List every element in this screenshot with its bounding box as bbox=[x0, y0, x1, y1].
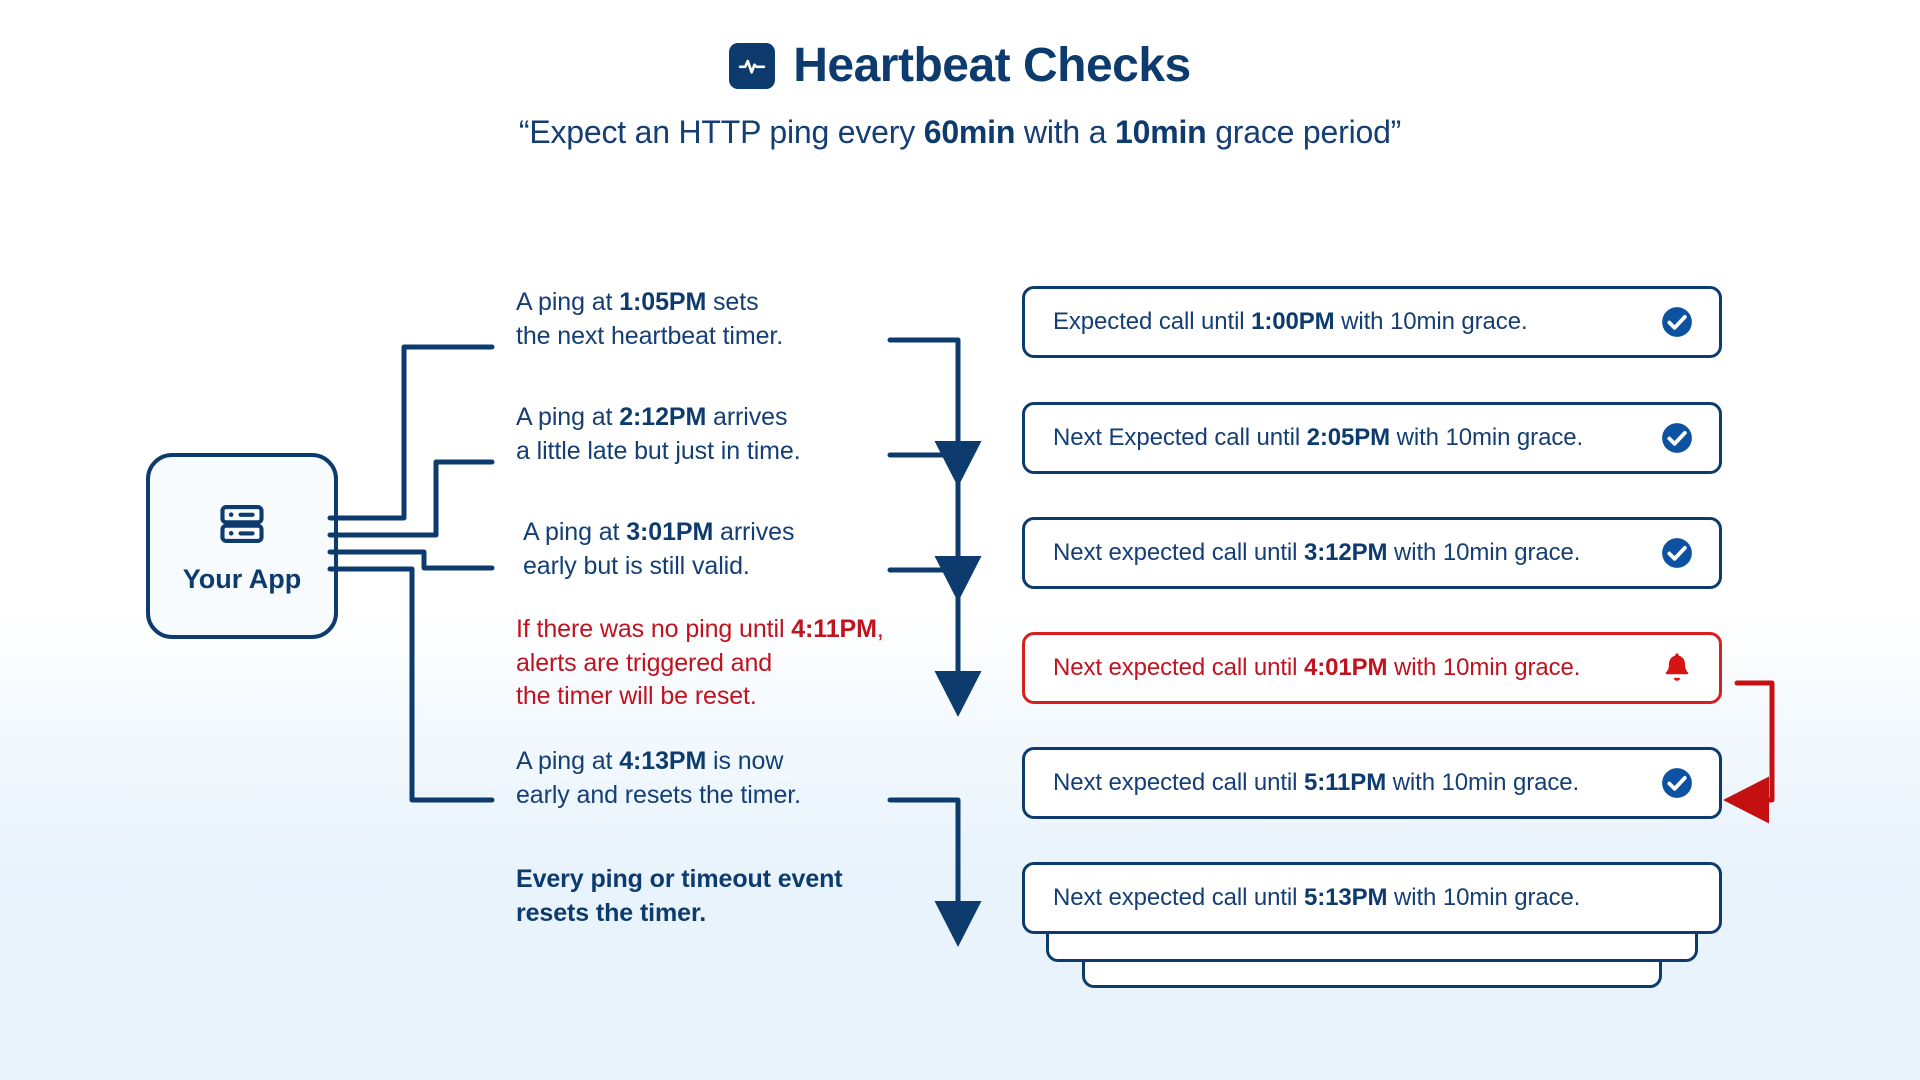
check-circle-icon[interactable] bbox=[1659, 304, 1695, 340]
card-status-icon-empty bbox=[1659, 880, 1695, 916]
stacked-card-ghost-2 bbox=[1082, 962, 1662, 988]
subtitle-grace: 10min bbox=[1115, 114, 1207, 150]
card-text: Next expected call until 5:11PM with 10m… bbox=[1053, 769, 1580, 796]
card-5-13pm[interactable]: Next expected call until 5:13PM with 10m… bbox=[1022, 862, 1722, 934]
card-4-01pm[interactable]: Next expected call until 4:01PM with 10m… bbox=[1022, 632, 1722, 704]
page-title: Heartbeat Checks bbox=[793, 39, 1191, 92]
card-3-12pm[interactable]: Next expected call until 3:12PM with 10m… bbox=[1022, 517, 1722, 589]
card-text: Next expected call until 5:13PM with 10m… bbox=[1053, 884, 1581, 911]
subtitle-suffix: grace period” bbox=[1206, 114, 1402, 150]
your-app-node[interactable]: Your App bbox=[146, 453, 338, 639]
card-text: Expected call until 1:00PM with 10min gr… bbox=[1053, 308, 1528, 335]
card-text: Next expected call until 3:12PM with 10m… bbox=[1053, 539, 1581, 566]
bell-alert-icon[interactable] bbox=[1659, 650, 1695, 686]
your-app-label: Your App bbox=[182, 563, 302, 594]
card-1-00pm[interactable]: Expected call until 1:00PM with 10min gr… bbox=[1022, 286, 1722, 358]
check-circle-icon[interactable] bbox=[1659, 420, 1695, 456]
title-row: Heartbeat Checks bbox=[0, 42, 1920, 90]
page-subtitle: “Expect an HTTP ping every 60min with a … bbox=[0, 114, 1920, 151]
subtitle-interval: 60min bbox=[923, 114, 1016, 150]
subtitle-middle: with a bbox=[1015, 114, 1115, 150]
page-header: Heartbeat Checks “Expect an HTTP ping ev… bbox=[0, 0, 1920, 151]
server-stack-icon bbox=[216, 498, 268, 550]
card-2-05pm[interactable]: Next Expected call until 2:05PM with 10m… bbox=[1022, 402, 1722, 474]
card-text: Next expected call until 4:01PM with 10m… bbox=[1053, 654, 1581, 681]
check-circle-icon[interactable] bbox=[1659, 535, 1695, 571]
check-circle-icon[interactable] bbox=[1659, 765, 1695, 801]
stacked-card-ghost-1 bbox=[1046, 932, 1698, 962]
heartbeat-pulse-icon bbox=[729, 43, 776, 89]
subtitle-prefix: “Expect an HTTP ping every bbox=[518, 114, 924, 150]
card-5-11pm[interactable]: Next expected call until 5:11PM with 10m… bbox=[1022, 747, 1722, 819]
event-no-ping-4-11pm: If there was no ping until 4:11PM,alerts… bbox=[516, 615, 884, 710]
card-text: Next Expected call until 2:05PM with 10m… bbox=[1053, 424, 1584, 451]
